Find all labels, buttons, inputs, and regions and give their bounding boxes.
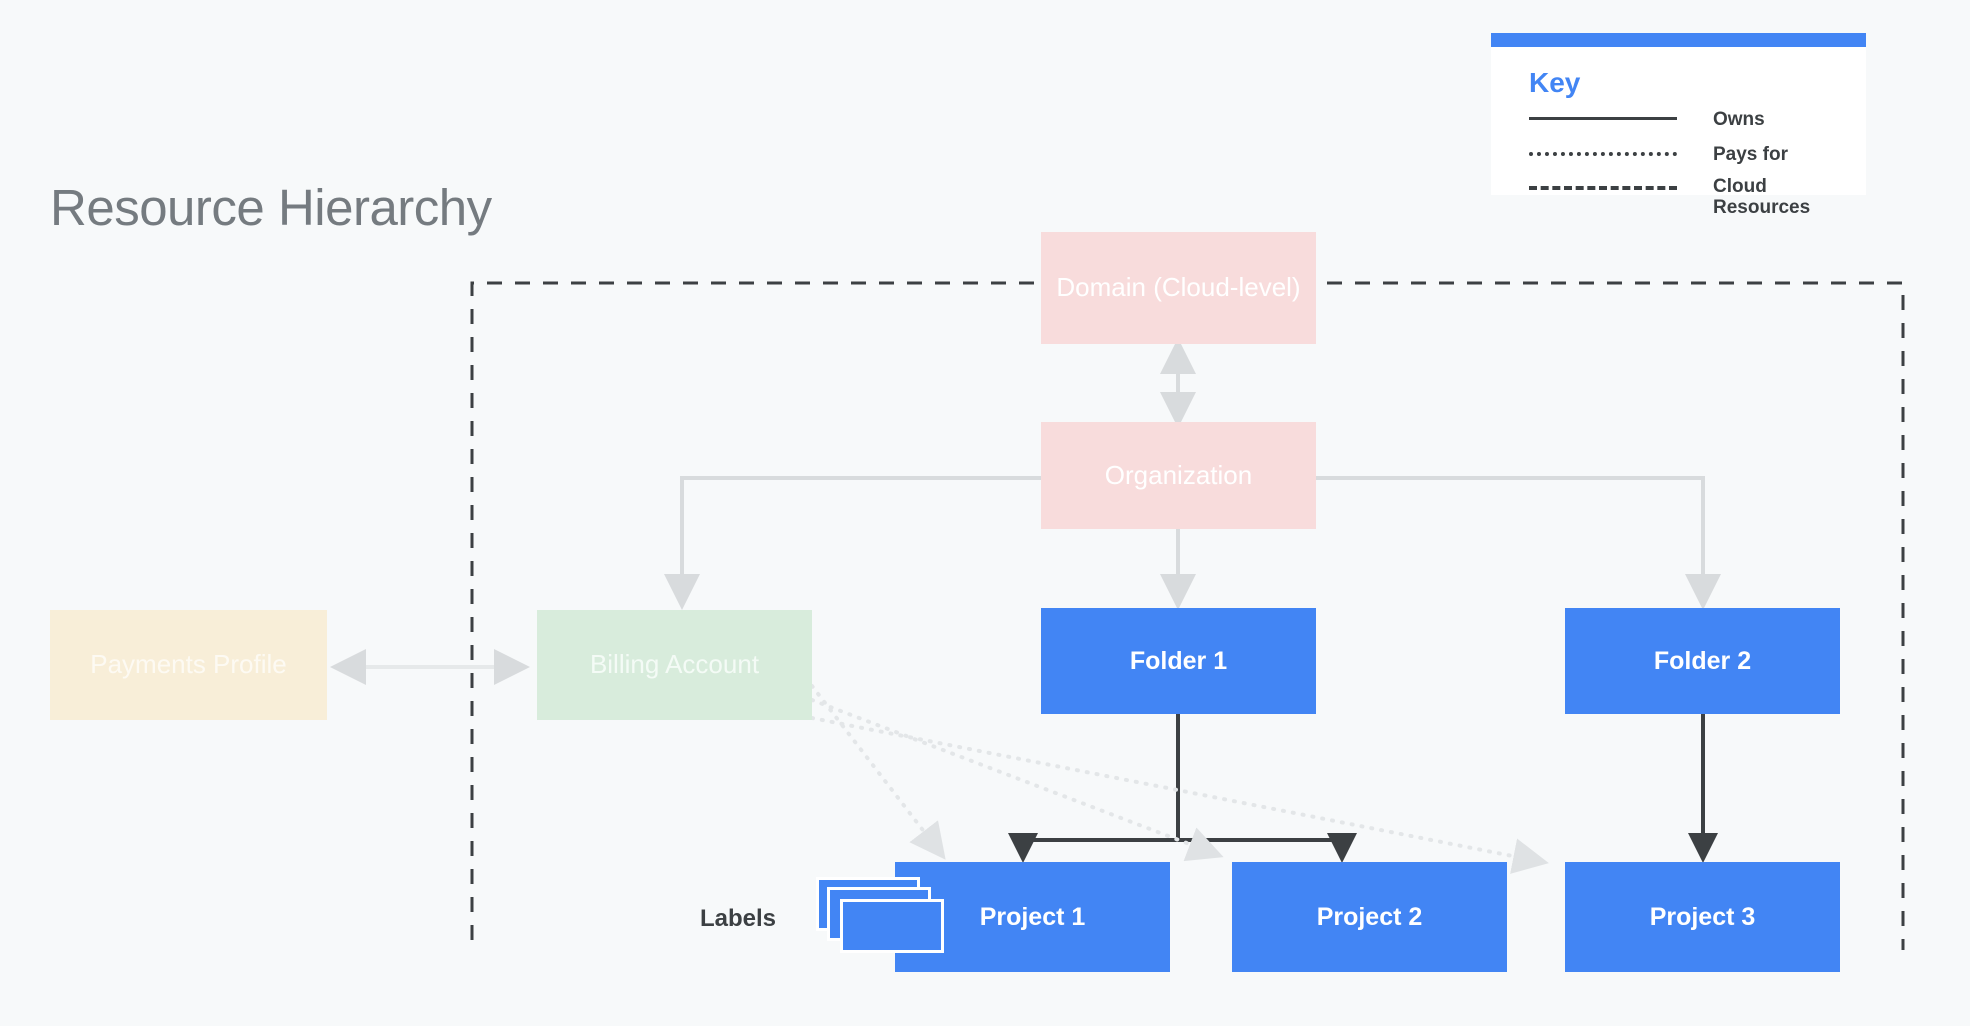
node-folder-2[interactable]: Folder 2 <box>1565 608 1840 714</box>
node-organization-label: Organization <box>1104 459 1253 490</box>
edge-organization-folder2 <box>1316 476 1721 610</box>
edge-billing-account-project2 <box>810 698 1224 862</box>
node-payments-profile-label: Payments Profile <box>90 649 287 680</box>
labels-stack-layer-front <box>840 899 944 953</box>
node-folder-1[interactable]: Folder 1 <box>1041 608 1316 714</box>
edge-billing-account-project3 <box>810 716 1549 874</box>
edge-folder1-project1 <box>1008 714 1180 863</box>
edge-folder1-project2 <box>1178 833 1357 863</box>
node-organization[interactable]: Organization <box>1041 422 1316 529</box>
key-row-cloud-resources: Cloud Resources <box>1529 176 1836 219</box>
key-heading: Key <box>1529 67 1581 98</box>
node-domain[interactable]: Domain (Cloud-level) <box>1041 232 1316 344</box>
edge-billing-account-project1 <box>810 684 946 860</box>
key-accent-bar <box>1491 33 1866 47</box>
solid-line-sample <box>1529 117 1677 123</box>
key-label-cloud-resources: Cloud Resources <box>1713 176 1811 218</box>
node-project-3-label: Project 3 <box>1649 903 1756 931</box>
key-legend: Key Owns Pays for Cloud Resources <box>1491 33 1866 218</box>
edge-organization-billing-account <box>664 476 1041 610</box>
node-project-1[interactable]: Project 1 <box>895 862 1170 972</box>
key-row-pays-for: Pays for <box>1529 142 1836 168</box>
page-title: Resource Hierarchy <box>50 179 492 236</box>
node-billing-account-label: Billing Account <box>589 649 760 680</box>
key-label-pays-for: Pays for <box>1713 143 1788 165</box>
dotted-line-sample <box>1529 151 1677 159</box>
node-payments-profile[interactable]: Payments Profile <box>50 610 327 720</box>
node-billing-account[interactable]: Billing Account <box>537 610 812 720</box>
node-project-2[interactable]: Project 2 <box>1232 862 1507 972</box>
node-folder-2-label: Folder 2 <box>1653 647 1752 675</box>
labels-stack-icon <box>816 877 946 955</box>
node-project-3[interactable]: Project 3 <box>1565 862 1840 972</box>
labels-caption: Labels <box>700 905 777 932</box>
dashed-line-sample <box>1529 186 1677 193</box>
node-folder-1-label: Folder 1 <box>1129 647 1228 675</box>
key-row-owns: Owns <box>1529 107 1836 133</box>
node-project-2-label: Project 2 <box>1316 903 1423 931</box>
node-domain-label: Domain (Cloud-level) <box>1056 272 1301 303</box>
key-label-owns: Owns <box>1713 108 1765 130</box>
node-project-1-label: Project 1 <box>979 903 1086 931</box>
